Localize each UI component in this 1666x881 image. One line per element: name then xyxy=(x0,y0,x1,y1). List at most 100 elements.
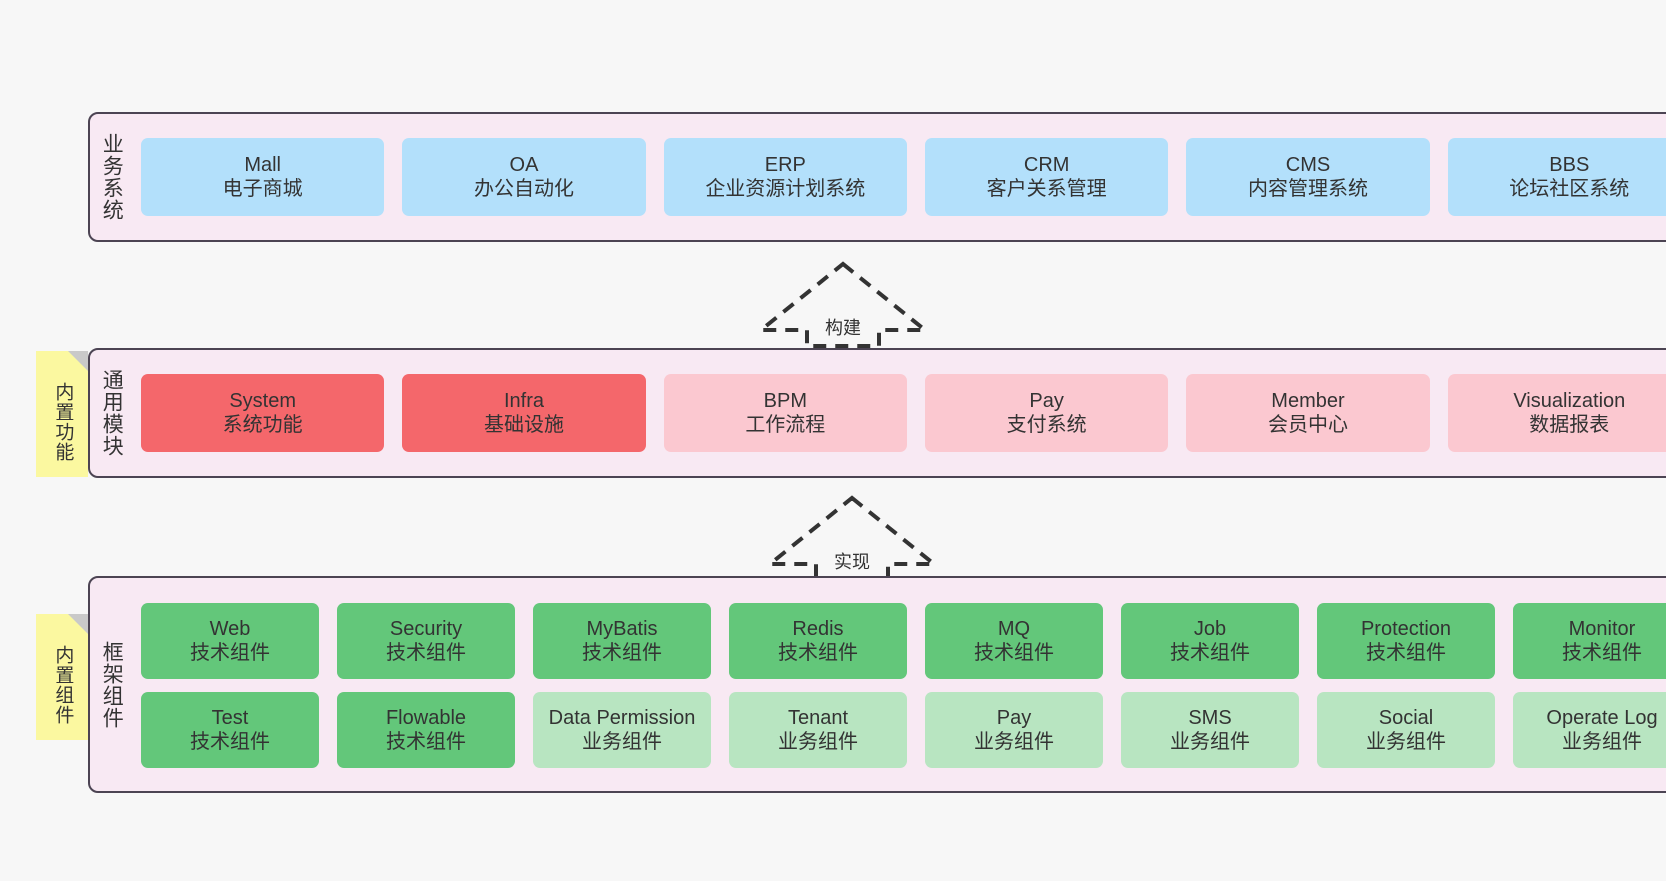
layer-title-common: 通用模块 xyxy=(100,369,124,457)
node-title: Data Permission xyxy=(548,707,696,729)
node-bbs[interactable]: BBS 论坛社区系统 xyxy=(1447,138,1666,216)
node-redis[interactable]: Redis 技术组件 xyxy=(729,603,907,679)
node-subtitle: 业务组件 xyxy=(1170,731,1250,753)
node-title: Pay xyxy=(1029,390,1064,412)
node-title: Monitor xyxy=(1568,618,1636,640)
node-subtitle: 技术组件 xyxy=(190,731,270,753)
node-system[interactable]: System 系统功能 xyxy=(141,374,385,452)
node-title: Visualization xyxy=(1513,390,1626,412)
node-bpm[interactable]: BPM 工作流程 xyxy=(663,374,907,452)
layer-body-business: Mall 电子商城 OA 办公自动化 ERP 企业资源计划系统 CRM 客户关系… xyxy=(132,114,1666,240)
node-pay-component[interactable]: Pay 业务组件 xyxy=(925,692,1103,768)
node-protection[interactable]: Protection 技术组件 xyxy=(1317,603,1495,679)
layer-title-business: 业务系统 xyxy=(100,133,124,221)
node-tenant[interactable]: Tenant 业务组件 xyxy=(729,692,907,768)
node-title: BPM xyxy=(763,390,807,412)
node-subtitle: 技术组件 xyxy=(582,642,662,664)
sticky-note-builtin-function: 内置功能 xyxy=(36,351,88,477)
node-subtitle: 基础设施 xyxy=(483,414,564,436)
layer-title-framework: 框架组件 xyxy=(100,640,124,729)
node-test[interactable]: Test 技术组件 xyxy=(141,692,319,768)
node-subtitle: 工作流程 xyxy=(745,414,826,436)
node-title: System xyxy=(229,390,296,412)
node-monitor[interactable]: Monitor 技术组件 xyxy=(1513,603,1666,679)
layer-framework-component: 框架组件 Web 技术组件 Security 技术组件 MyBatis 技术组件… xyxy=(88,576,1666,793)
node-title: OA xyxy=(509,154,539,176)
node-title: CMS xyxy=(1285,154,1331,176)
node-subtitle: 会员中心 xyxy=(1267,414,1348,436)
node-social[interactable]: Social 业务组件 xyxy=(1317,692,1495,768)
node-subtitle: 数据报表 xyxy=(1529,414,1610,436)
node-erp[interactable]: ERP 企业资源计划系统 xyxy=(663,138,907,216)
node-subtitle: 系统功能 xyxy=(222,414,303,436)
node-flowable[interactable]: Flowable 技术组件 xyxy=(337,692,515,768)
layer-body-framework: Web 技术组件 Security 技术组件 MyBatis 技术组件 Redi… xyxy=(132,578,1666,791)
node-subtitle: 业务组件 xyxy=(1562,731,1642,753)
node-subtitle: 技术组件 xyxy=(1170,642,1250,664)
node-title: Member xyxy=(1271,390,1345,412)
node-subtitle: 业务组件 xyxy=(582,731,662,753)
node-row: Mall 电子商城 OA 办公自动化 ERP 企业资源计划系统 CRM 客户关系… xyxy=(132,138,1666,216)
node-mall[interactable]: Mall 电子商城 xyxy=(141,138,385,216)
node-web[interactable]: Web 技术组件 xyxy=(141,603,319,679)
node-subtitle: 客户关系管理 xyxy=(986,178,1107,200)
node-subtitle: 支付系统 xyxy=(1006,414,1087,436)
node-subtitle: 业务组件 xyxy=(1366,731,1446,753)
node-security[interactable]: Security 技术组件 xyxy=(337,603,515,679)
node-subtitle: 技术组件 xyxy=(386,642,466,664)
node-member[interactable]: Member 会员中心 xyxy=(1186,374,1430,452)
node-title: Job xyxy=(1193,618,1227,640)
node-title: MQ xyxy=(997,618,1031,640)
node-row-technical: Web 技术组件 Security 技术组件 MyBatis 技术组件 Redi… xyxy=(132,603,1666,679)
node-subtitle: 技术组件 xyxy=(974,642,1054,664)
node-visualization[interactable]: Visualization 数据报表 xyxy=(1447,374,1666,452)
node-sms[interactable]: SMS 业务组件 xyxy=(1121,692,1299,768)
node-job[interactable]: Job 技术组件 xyxy=(1121,603,1299,679)
node-title: Web xyxy=(209,618,251,640)
node-mq[interactable]: MQ 技术组件 xyxy=(925,603,1103,679)
node-title: CRM xyxy=(1023,154,1070,176)
node-subtitle: 技术组件 xyxy=(1366,642,1446,664)
node-mybatis[interactable]: MyBatis 技术组件 xyxy=(533,603,711,679)
node-crm[interactable]: CRM 客户关系管理 xyxy=(924,138,1169,216)
node-data-permission[interactable]: Data Permission 业务组件 xyxy=(533,692,711,768)
node-subtitle: 电子商城 xyxy=(222,178,303,200)
node-title: Social xyxy=(1378,707,1434,729)
node-row-business: Test 技术组件 Flowable 技术组件 Data Permission … xyxy=(132,692,1666,768)
node-title: Mall xyxy=(244,154,281,176)
layer-common-module: 通用模块 System 系统功能 Infra 基础设施 BPM 工作流程 Pay xyxy=(88,348,1666,478)
node-title: Redis xyxy=(792,618,844,640)
node-subtitle: 业务组件 xyxy=(778,731,858,753)
node-subtitle: 业务组件 xyxy=(974,731,1054,753)
node-oa[interactable]: OA 办公自动化 xyxy=(402,138,646,216)
node-title: BBS xyxy=(1549,154,1590,176)
node-operate-log[interactable]: Operate Log 业务组件 xyxy=(1513,692,1666,768)
node-title: Flowable xyxy=(385,707,467,729)
node-subtitle: 企业资源计划系统 xyxy=(705,178,866,200)
arrow-build: 构建 xyxy=(753,258,933,348)
node-cms[interactable]: CMS 内容管理系统 xyxy=(1186,138,1430,216)
node-pay-module[interactable]: Pay 支付系统 xyxy=(924,374,1169,452)
node-title: Pay xyxy=(996,707,1032,729)
node-title: Security xyxy=(389,618,463,640)
sticky-note-builtin-component: 内置组件 xyxy=(36,614,88,740)
node-title: Infra xyxy=(503,390,544,412)
arrow-implement: 实现 xyxy=(762,492,942,582)
node-subtitle: 技术组件 xyxy=(1562,642,1642,664)
node-infra[interactable]: Infra 基础设施 xyxy=(402,374,646,452)
layer-business-system: 业务系统 Mall 电子商城 OA 办公自动化 ERP 企业资源计划系统 CRM xyxy=(88,112,1666,242)
node-title: Test xyxy=(211,707,249,729)
node-title: Protection xyxy=(1360,618,1452,640)
node-title: SMS xyxy=(1188,707,1232,729)
node-subtitle: 办公自动化 xyxy=(473,178,574,200)
node-title: ERP xyxy=(764,154,806,176)
node-row: System 系统功能 Infra 基础设施 BPM 工作流程 Pay 支付系统… xyxy=(132,374,1666,452)
node-subtitle: 技术组件 xyxy=(190,642,270,664)
arrow-outline xyxy=(764,495,940,582)
node-subtitle: 内容管理系统 xyxy=(1247,178,1368,200)
node-title: Tenant xyxy=(787,707,849,729)
layer-body-common: System 系统功能 Infra 基础设施 BPM 工作流程 Pay 支付系统… xyxy=(132,350,1666,476)
node-title: MyBatis xyxy=(586,618,658,640)
node-subtitle: 论坛社区系统 xyxy=(1509,178,1630,200)
